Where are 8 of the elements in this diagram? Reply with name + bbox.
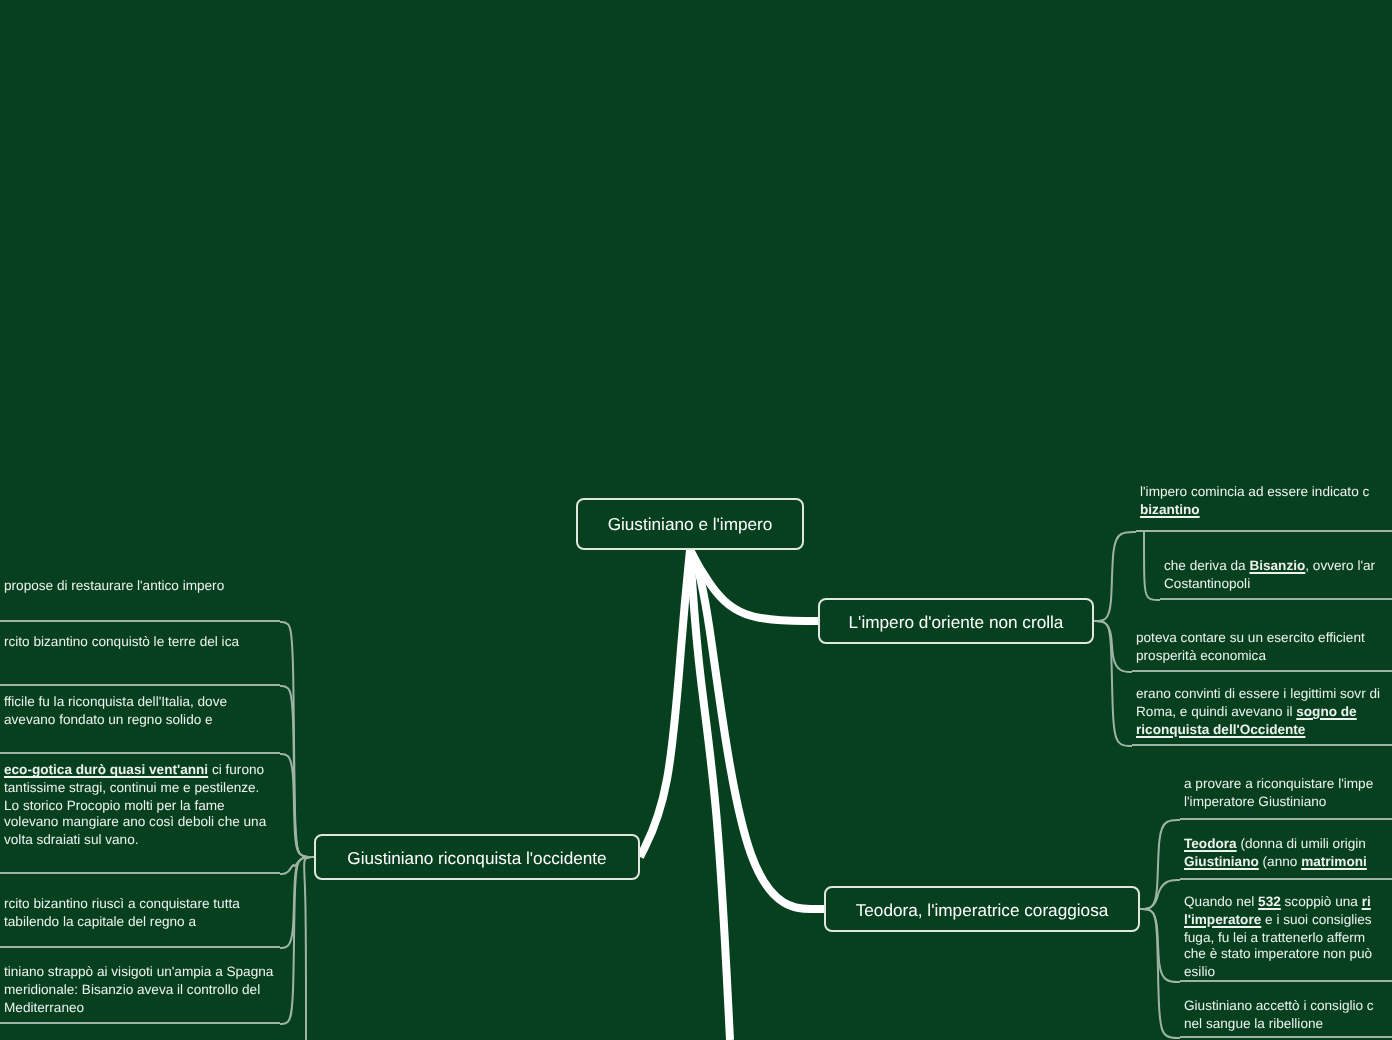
topic-box: L'impero d'oriente non crolla bbox=[818, 598, 1094, 644]
connector-line bbox=[1093, 620, 1133, 747]
connector-line bbox=[1139, 908, 1181, 1039]
topic-box: Giustiniano e l'impero bbox=[576, 498, 804, 550]
topic-box: Teodora, l'imperatrice coraggiosa bbox=[824, 886, 1140, 932]
topic-box: Giustiniano riconquista l'occidente bbox=[314, 834, 640, 880]
connector-line bbox=[303, 856, 315, 1040]
branch-line bbox=[636, 549, 694, 859]
